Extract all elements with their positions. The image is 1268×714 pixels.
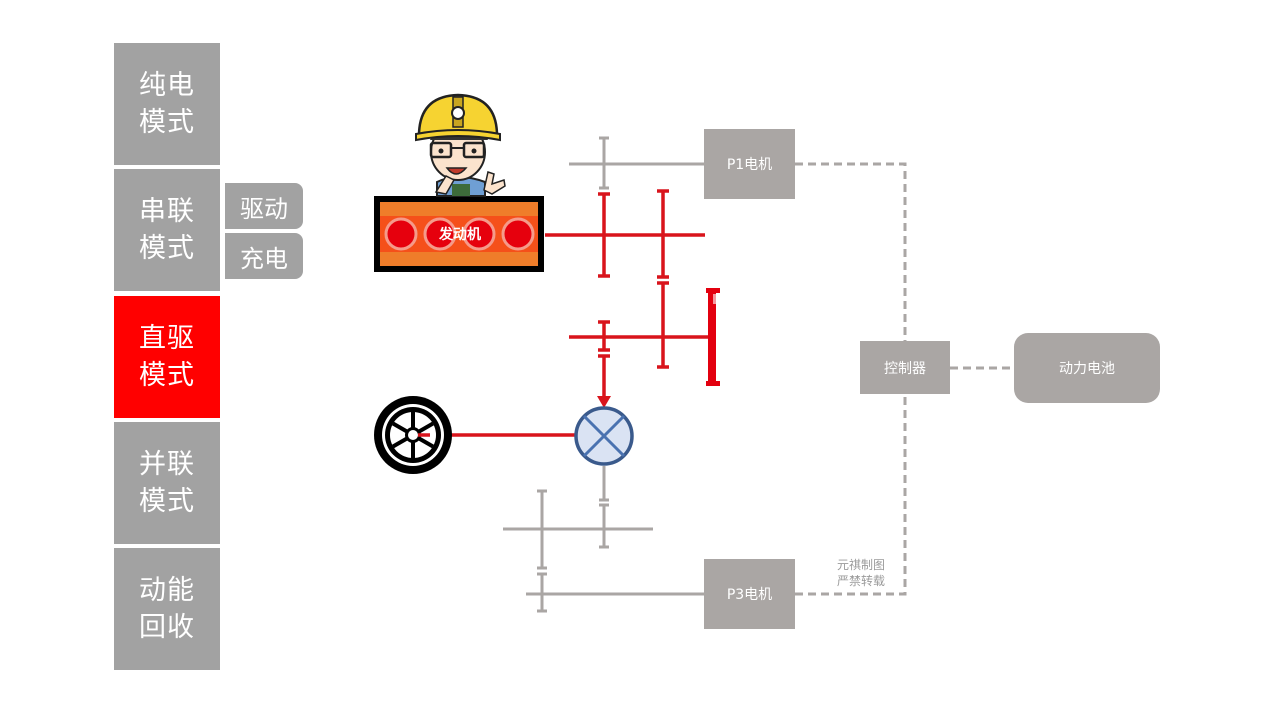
control-wiring (795, 162, 1015, 596)
mode-label-line1: 直驱 (139, 323, 195, 354)
battery-box: 动力电池 (1014, 333, 1160, 403)
p1-motor-label: P1电机 (726, 157, 773, 173)
mode-label-line1: 动能 (139, 575, 195, 606)
controller-label: 控制器 (884, 360, 926, 377)
p3-motor-box: P3电机 (704, 559, 795, 629)
submode-drive-button[interactable]: 驱动 (225, 183, 303, 229)
mode-label-line2: 模式 (139, 360, 195, 391)
p1-controller-wire (795, 162, 907, 342)
p3-motor-label: P3电机 (726, 587, 773, 603)
p3-controller-wire (795, 393, 907, 596)
watermark: 元祺制图 严禁转载 (837, 557, 885, 589)
mode-label-line2: 模式 (139, 486, 195, 517)
mode-parallel[interactable]: 并联 模式 (114, 422, 220, 544)
watermark-line2: 严禁转载 (837, 574, 886, 588)
flow-arrow-icon (597, 396, 611, 408)
wheel-icon (374, 396, 452, 474)
mode-label-line2: 回收 (139, 612, 195, 643)
engine-label: 发动机 (439, 227, 481, 243)
mode-label-line2: 模式 (139, 107, 195, 138)
mode-pure-electric[interactable]: 纯电 模式 (114, 43, 220, 165)
engine-icon (374, 196, 544, 272)
controller-box: 控制器 (860, 341, 950, 394)
mode-series[interactable]: 串联 模式 (114, 169, 220, 291)
mode-direct-drive[interactable]: 直驱 模式 (114, 296, 220, 418)
differential-icon (574, 406, 634, 466)
watermark-line1: 元祺制图 (837, 558, 886, 572)
battery-label: 动力电池 (1059, 361, 1115, 377)
mode-label-line1: 纯电 (139, 70, 195, 101)
mode-label-line2: 模式 (139, 233, 195, 264)
engineer-mascot-icon (415, 93, 506, 197)
mode-label-line1: 并联 (139, 449, 195, 480)
idle-gears (503, 136, 705, 613)
clutch-icon (706, 288, 720, 386)
p1-motor-box: P1电机 (704, 129, 795, 199)
submode-charge-button[interactable]: 充电 (225, 233, 303, 279)
mode-label-line1: 串联 (139, 196, 195, 227)
mode-regen-braking[interactable]: 动能 回收 (114, 548, 220, 670)
